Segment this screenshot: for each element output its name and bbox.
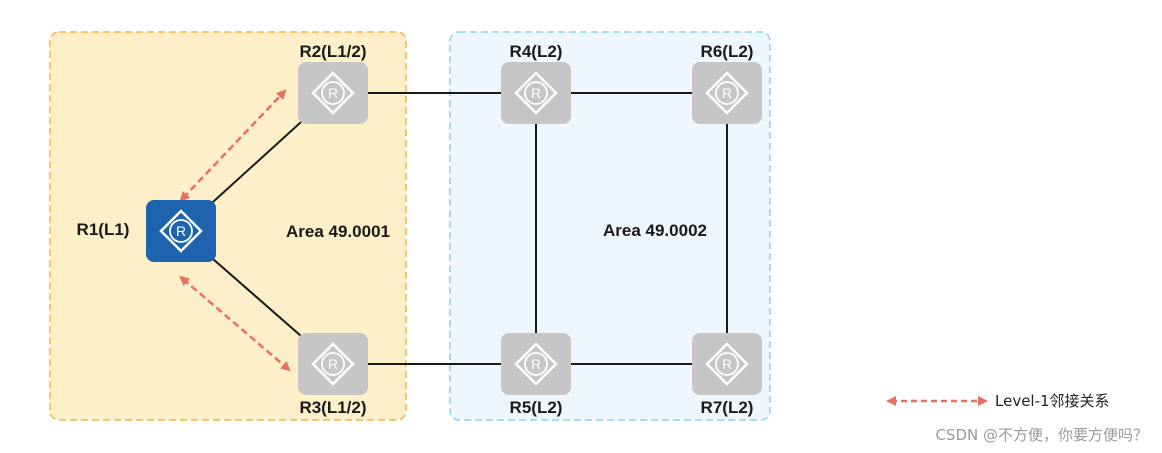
router-body (501, 333, 571, 395)
router-label-r1: R1(L1) (77, 220, 130, 239)
router-body (692, 333, 762, 395)
area-49-0001-zone (49, 31, 407, 421)
legend: Level-1邻接关系 (886, 392, 1110, 410)
router-label-r6: R6(L2) (701, 42, 754, 61)
router-label-r5: R5(L2) (510, 398, 563, 417)
router-r2: R (298, 62, 368, 124)
router-icon: R (159, 209, 203, 253)
router-circle-icon (321, 81, 345, 105)
router-icon-letter: R (722, 85, 732, 101)
router-icon: R (705, 71, 749, 115)
router-icon-letter: R (328, 356, 338, 372)
router-label-r7: R7(L2) (701, 398, 754, 417)
watermark: CSDN @不方便，你要方便吗？ (935, 426, 1148, 444)
router-body (501, 62, 571, 124)
adjacency-arrow-r1-r3 (179, 275, 291, 372)
router-icon-letter: R (531, 85, 541, 101)
router-r1: R (146, 200, 216, 262)
router-body (146, 200, 216, 262)
router-circle-icon (715, 81, 739, 105)
router-icon: R (311, 342, 355, 386)
router-r5: R (501, 333, 571, 395)
router-diamond-icon (311, 342, 355, 386)
router-r3: R (298, 333, 368, 395)
router-icon: R (705, 342, 749, 386)
router-diamond-icon (705, 342, 749, 386)
router-circle-icon (524, 352, 548, 376)
router-circle-icon (715, 352, 739, 376)
router-icon-letter: R (531, 356, 541, 372)
level1-adjacency-group (179, 89, 291, 372)
area-49-0002-label: Area 49.0002 (603, 221, 707, 240)
router-icon: R (311, 71, 355, 115)
router-circle-icon (524, 81, 548, 105)
router-diamond-icon (159, 209, 203, 253)
router-r4: R (501, 62, 571, 124)
router-icon: R (514, 71, 558, 115)
router-icon-letter: R (176, 223, 186, 239)
router-diamond-icon (705, 71, 749, 115)
router-icon-letter: R (722, 356, 732, 372)
router-label-r4: R4(L2) (510, 42, 563, 61)
router-label-r2: R2(L1/2) (299, 42, 366, 61)
router-label-r3: R3(L1/2) (299, 398, 366, 417)
router-diamond-icon (514, 342, 558, 386)
area-49-0002-zone (449, 31, 771, 421)
router-body (298, 333, 368, 395)
router-diamond-icon (514, 71, 558, 115)
router-circle-icon (169, 219, 193, 243)
router-icon: R (514, 342, 558, 386)
adjacency-arrow-r1-r2 (179, 89, 287, 202)
router-icon-letter: R (328, 85, 338, 101)
router-group: R R R R R R R (146, 62, 762, 395)
router-body (298, 62, 368, 124)
router-r6: R (692, 62, 762, 124)
legend-label: Level-1邻接关系 (995, 392, 1110, 410)
router-body (692, 62, 762, 124)
area-49-0001-label: Area 49.0001 (286, 222, 390, 241)
router-r7: R (692, 333, 762, 395)
router-circle-icon (321, 352, 345, 376)
router-diamond-icon (311, 71, 355, 115)
